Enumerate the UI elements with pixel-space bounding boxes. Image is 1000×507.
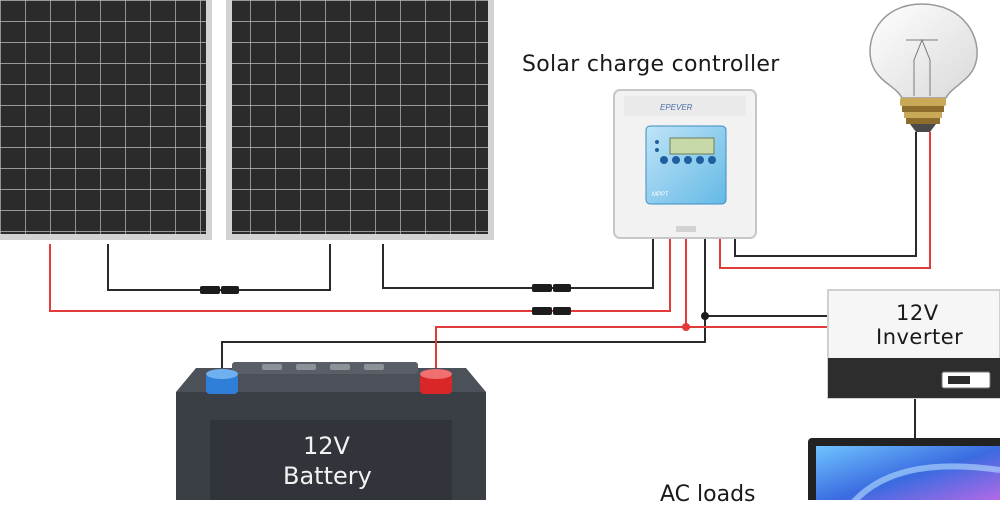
battery-positive-terminal — [420, 369, 452, 394]
battery-label-voltage: 12V — [303, 432, 350, 460]
charge-controller: EPEVER MPPT — [613, 89, 757, 239]
inverter — [827, 289, 1000, 399]
positive-wires — [49, 132, 931, 375]
inverter-label-voltage: 12V — [896, 301, 939, 325]
solar-panel-2 — [226, 0, 494, 240]
mc4-connectors — [200, 284, 571, 315]
ac-loads-label: AC loads — [660, 482, 756, 507]
junction-dot-positive — [682, 323, 690, 331]
solar-panel-1 — [0, 0, 212, 240]
controller-lcd — [669, 137, 715, 155]
light-bulb — [869, 3, 978, 132]
controller-brand: EPEVER — [660, 103, 693, 112]
controller-label: Solar charge controller — [522, 52, 780, 77]
inverter-label-name: Inverter — [876, 325, 964, 349]
battery-negative-terminal — [206, 369, 238, 394]
ac-loads-monitor — [808, 438, 1000, 500]
controller-buttons — [660, 156, 716, 164]
battery-label-name: Battery — [283, 462, 372, 490]
battery — [176, 362, 486, 500]
controller-model-tag: MPPT — [652, 192, 669, 198]
junction-dot-negative — [701, 312, 709, 320]
